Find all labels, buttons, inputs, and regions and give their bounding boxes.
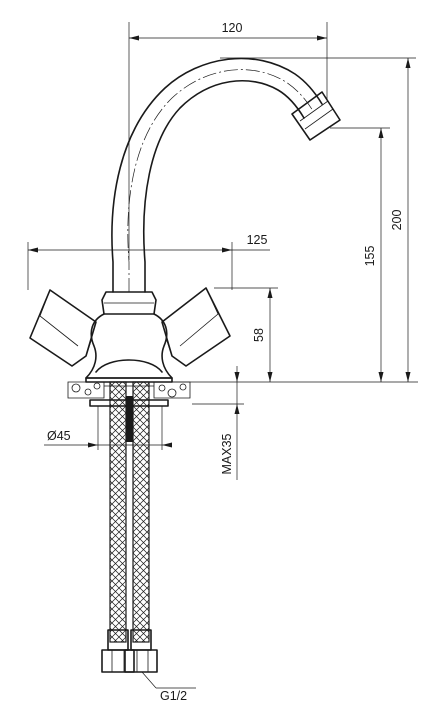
right-handle: [161, 287, 231, 367]
hose-connectors: [101, 629, 158, 673]
dimension-total-height: 200: [220, 57, 416, 382]
dimension-handle-height: 58: [214, 287, 278, 382]
mounting-stud: [126, 396, 133, 442]
hole-diameter-label: Ø45: [47, 429, 71, 443]
dimension-spout-height: 155: [330, 127, 390, 382]
spout-height-label: 155: [363, 246, 377, 267]
supply-hoses: [109, 381, 150, 643]
total-height-label: 200: [390, 210, 404, 231]
dimension-hole-diameter: Ø45: [44, 406, 172, 450]
dimension-overall-width: 125: [27, 233, 270, 290]
aerator-nozzle: [291, 91, 341, 141]
spout: [111, 57, 323, 293]
thread-label: G1/2: [160, 689, 187, 703]
dimension-max-thickness: MAX35: [192, 366, 244, 480]
thread-callout: G1/2: [141, 671, 196, 703]
left-handle: [29, 289, 97, 367]
overall-width-label: 125: [247, 233, 268, 247]
dimension-spout-reach: 120: [128, 21, 328, 260]
handle-height-label: 58: [252, 328, 266, 342]
spout-reach-label: 120: [222, 21, 243, 35]
max-thickness-label: MAX35: [220, 433, 234, 474]
faucet-body: [85, 291, 173, 383]
